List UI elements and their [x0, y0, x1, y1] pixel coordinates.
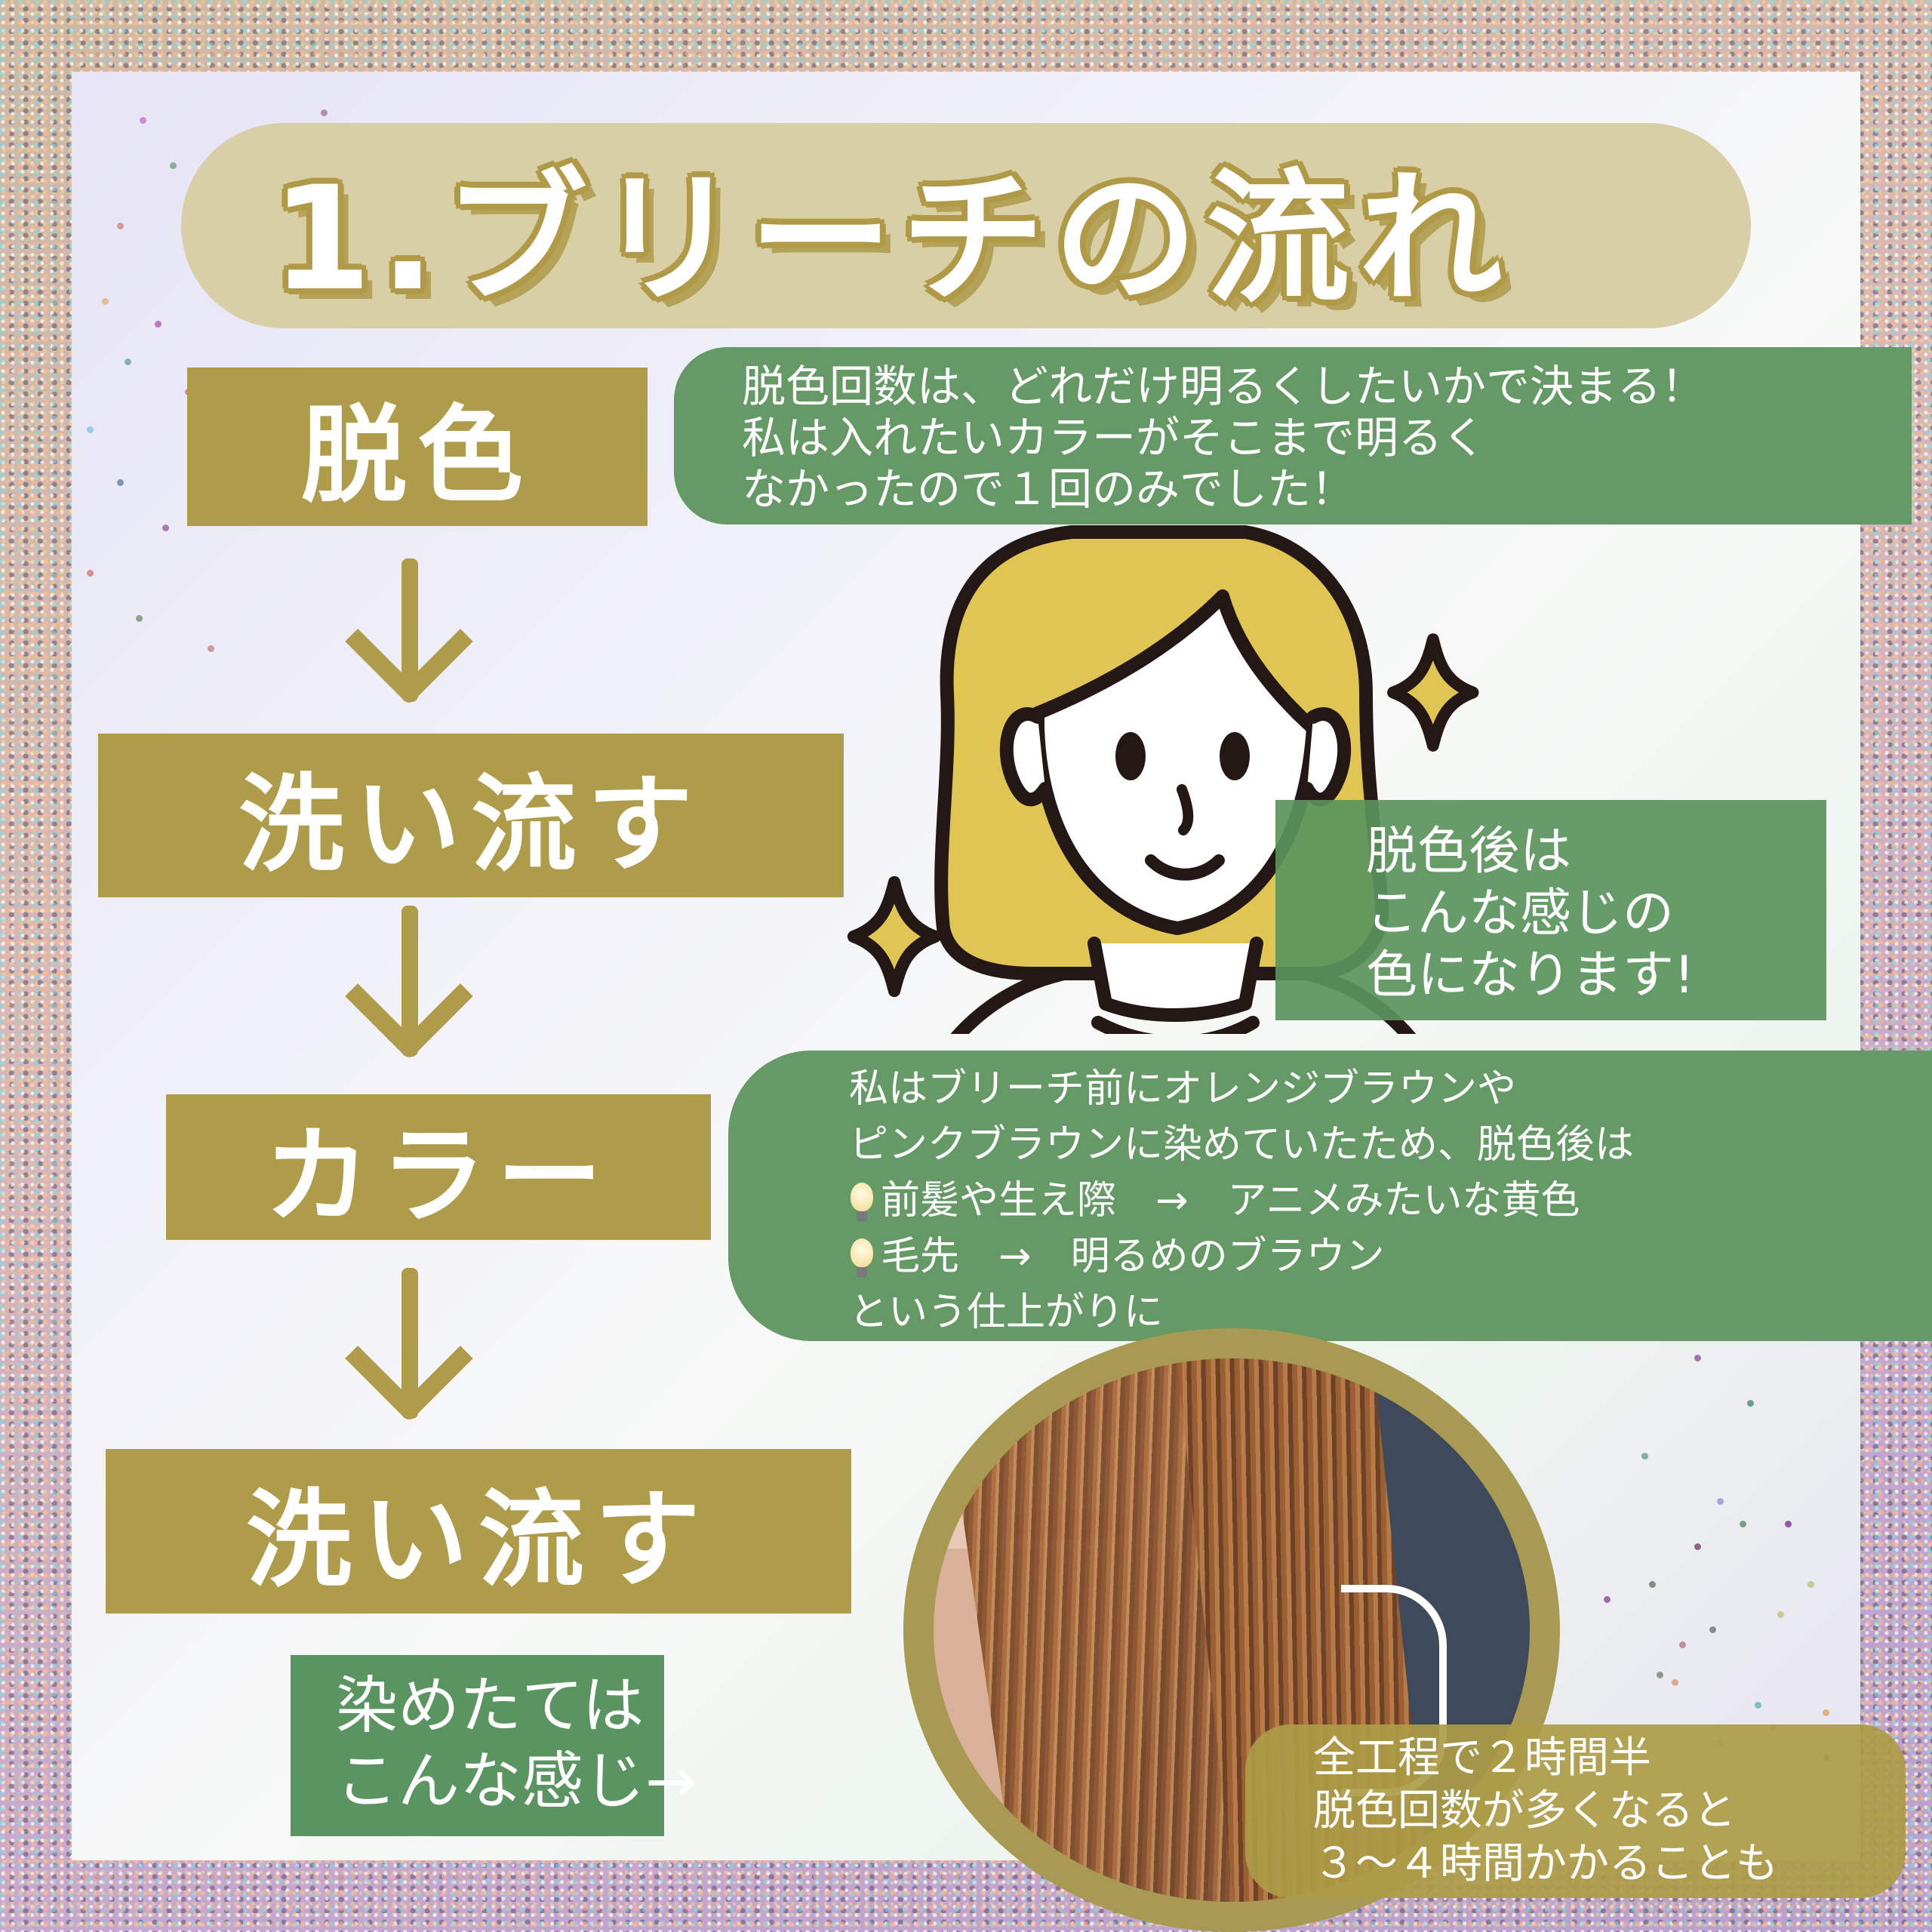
note-result-detail: 私はブリーチ前にオレンジブラウンや ピンクブラウンに染めていたため、脱色後は 前… [728, 1051, 1932, 1341]
title-banner: 1.ブリーチの流れ [181, 123, 1751, 328]
note-line: という仕上がりに [849, 1290, 1164, 1335]
woman-illustration [847, 525, 1479, 1034]
note-fresh-dye: 染めたては こんな感じ→ [291, 1655, 697, 1836]
note-line: 色になります! [1366, 946, 1695, 1005]
arrow-down-icon [345, 906, 473, 1079]
step-rinse-2: 洗い流す [106, 1449, 851, 1614]
note-line: ３〜４時間かかることも [1313, 1839, 1778, 1888]
bullet-text: 前髪や生え際 → アニメみたいな黄色 [881, 1178, 1580, 1223]
note-line: 全工程で２時間半 [1313, 1734, 1651, 1783]
bullet-item: 毛先 → 明るめのブラウン [849, 1229, 1932, 1284]
note-line: こんな感じ→ [336, 1746, 697, 1817]
step-label: カラー [263, 1115, 613, 1238]
note-duration: 全工程で２時間半 脱色回数が多くなると ３〜４時間かかることも [1245, 1724, 1906, 1898]
note-line: 脱色回数は、どれだけ明るくしたいかで決まる！ [742, 361, 1706, 412]
lightbulb-icon [849, 1183, 875, 1223]
step-rinse-1: 洗い流す [98, 734, 844, 897]
note-line: こんな感じの [1366, 884, 1675, 943]
note-line: ピンクブラウンに染めていたため、脱色後は [849, 1122, 1635, 1168]
note-line: 脱色後は [1366, 822, 1572, 881]
page-title: 1.ブリーチの流れ [272, 155, 1512, 322]
bullet-text: 毛先 → 明るめのブラウン [881, 1234, 1385, 1279]
step-bleach: 脱色 [187, 368, 648, 526]
lightbulb-icon [849, 1238, 875, 1279]
step-label: 洗い流す [245, 1479, 711, 1602]
note-bleach-count: 脱色回数は、どれだけ明るくしたいかで決まる！ 私は入れたいカラーがそこまで明るく… [674, 347, 1912, 525]
step-label: 脱色 [300, 395, 534, 518]
note-line: 染めたては [336, 1670, 645, 1742]
note-line: なかったので１回のみでした！ [742, 463, 1355, 515]
bullet-item: 前髪や生え際 → アニメみたいな黄色 [849, 1173, 1932, 1229]
arrow-down-icon [345, 558, 473, 724]
note-after-bleach: 脱色後は こんな感じの 色になります! [1275, 800, 1826, 1020]
arrow-down-icon [345, 1268, 473, 1441]
step-color: カラー [166, 1094, 711, 1240]
note-line: 私はブリーチ前にオレンジブラウンや [849, 1066, 1517, 1112]
step-label: 洗い流す [238, 763, 703, 887]
note-line: 脱色回数が多くなると [1313, 1786, 1736, 1835]
note-line: 私は入れたいカラーがそこまで明るく [742, 412, 1487, 463]
